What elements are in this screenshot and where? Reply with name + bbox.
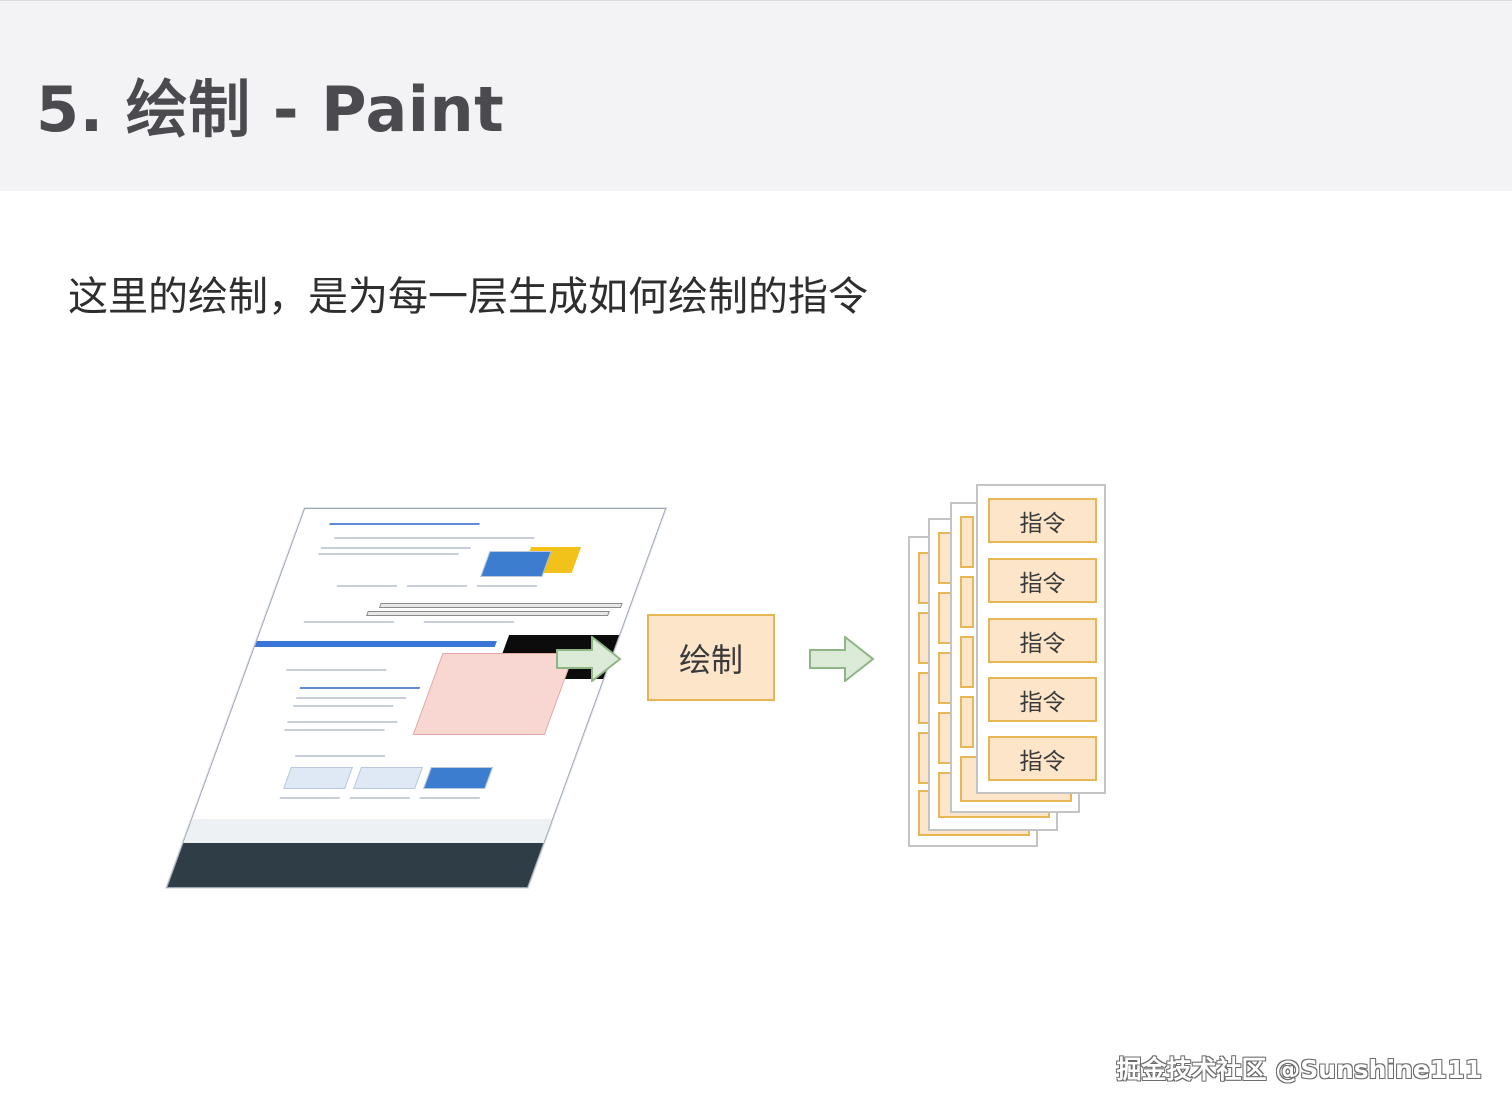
page-image: [423, 767, 493, 789]
paint-process-box: 绘制: [647, 614, 775, 701]
page-line: [320, 547, 471, 549]
page-line: [293, 705, 394, 707]
instruction-box: 指令: [988, 498, 1097, 543]
page-social-band: [183, 819, 552, 843]
highlight-layer: [255, 641, 497, 647]
instruction-box: 指令: [988, 558, 1097, 603]
composited-layer: [413, 653, 575, 735]
page-line: [477, 585, 538, 587]
page-line: [419, 797, 480, 799]
page-line: [287, 721, 398, 723]
instruction-stub: [960, 636, 974, 688]
watermark: 掘金技术社区 @Sunshine111: [1117, 1050, 1483, 1086]
right-arrow-icon: [556, 636, 622, 682]
page-line: [279, 797, 340, 799]
layered-page-illustration: [96, 508, 596, 888]
webpage-screenshot: [166, 508, 666, 888]
slide-title: 5. 绘制 - Paint: [36, 59, 504, 149]
page-line: [299, 687, 420, 689]
page-line: [334, 537, 535, 539]
page-line: [295, 755, 386, 757]
page-line: [407, 585, 468, 587]
page-footer: [167, 843, 543, 887]
instruction-box: 指令: [988, 618, 1097, 663]
page-image: [283, 767, 353, 789]
instruction-stub: [960, 516, 974, 568]
layer-bar: [379, 603, 623, 608]
instruction-stub: [960, 576, 974, 628]
page-line: [337, 585, 398, 587]
slide-subtitle: 这里的绘制，是为每一层生成如何绘制的指令: [68, 264, 868, 322]
layer-bar: [366, 611, 610, 616]
instruction-sheet-front: 指令 指令 指令 指令 指令: [976, 484, 1106, 794]
page-image: [353, 767, 423, 789]
slide-header: 5. 绘制 - Paint: [0, 0, 1512, 191]
page-line: [349, 797, 410, 799]
page-line: [296, 697, 407, 699]
page-image: [480, 551, 551, 577]
instruction-box: 指令: [988, 736, 1097, 781]
page-line: [318, 553, 459, 555]
page-line: [286, 669, 387, 671]
page-line: [329, 523, 480, 525]
instruction-box: 指令: [988, 677, 1097, 722]
page-line: [423, 621, 514, 623]
right-arrow-icon: [809, 636, 875, 682]
page-line: [284, 729, 385, 731]
instruction-stub: [960, 696, 974, 748]
page-line: [303, 621, 394, 623]
